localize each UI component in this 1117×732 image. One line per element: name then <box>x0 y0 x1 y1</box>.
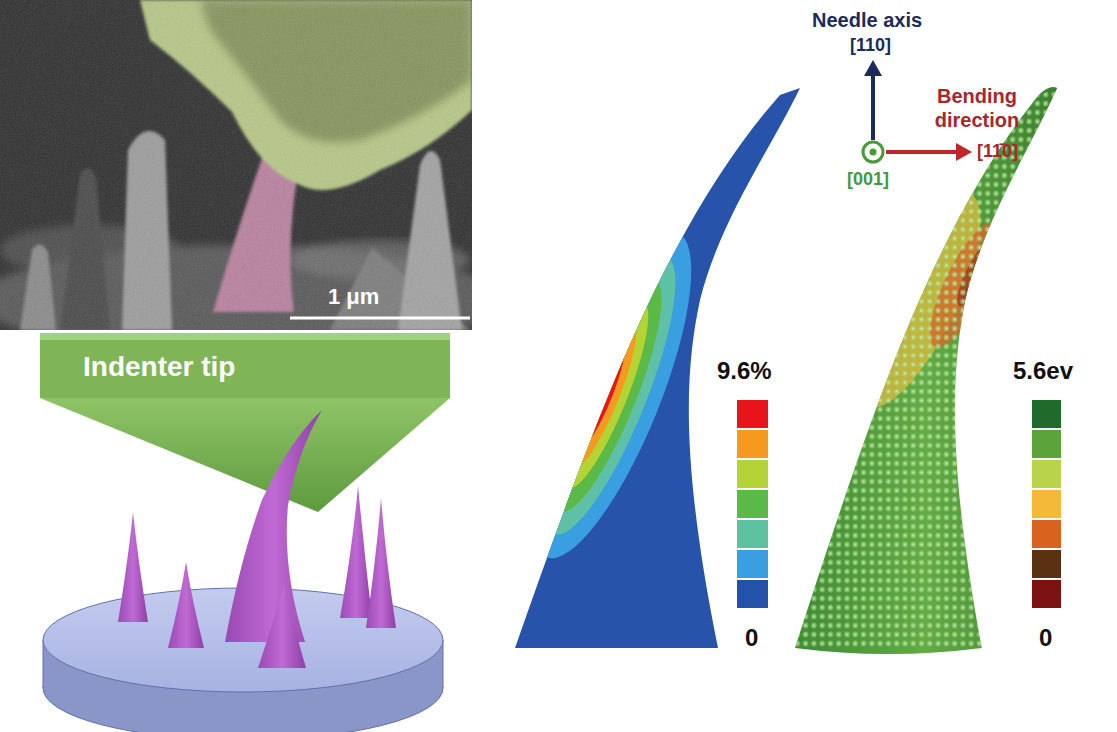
energy-colorbar <box>1032 400 1061 608</box>
axis-name: Needle axis <box>812 8 922 32</box>
colorbar-min: 0 <box>1039 624 1052 653</box>
strain-needle <box>502 88 800 648</box>
strain-colorbar <box>737 400 768 608</box>
scale-bar <box>290 317 470 320</box>
miller-index: [110] <box>850 35 891 57</box>
scale-label: 1 μm <box>328 284 379 310</box>
miller-index: [001] <box>847 169 889 191</box>
sem-image <box>0 0 472 330</box>
indenter-illustration <box>40 333 450 732</box>
shape-label-box: Indenter tip <box>75 346 246 388</box>
colorbar-min: 0 <box>745 624 758 653</box>
colorbar-max: 5.6ev <box>1013 357 1073 386</box>
indenter-label: Indenter tip <box>83 350 238 384</box>
axis-name: Bending direction <box>922 84 1032 132</box>
energy-needle <box>781 80 1075 660</box>
colorbar-max: 9.6% <box>717 357 772 386</box>
miller-index: [11̄0] <box>977 141 1018 163</box>
